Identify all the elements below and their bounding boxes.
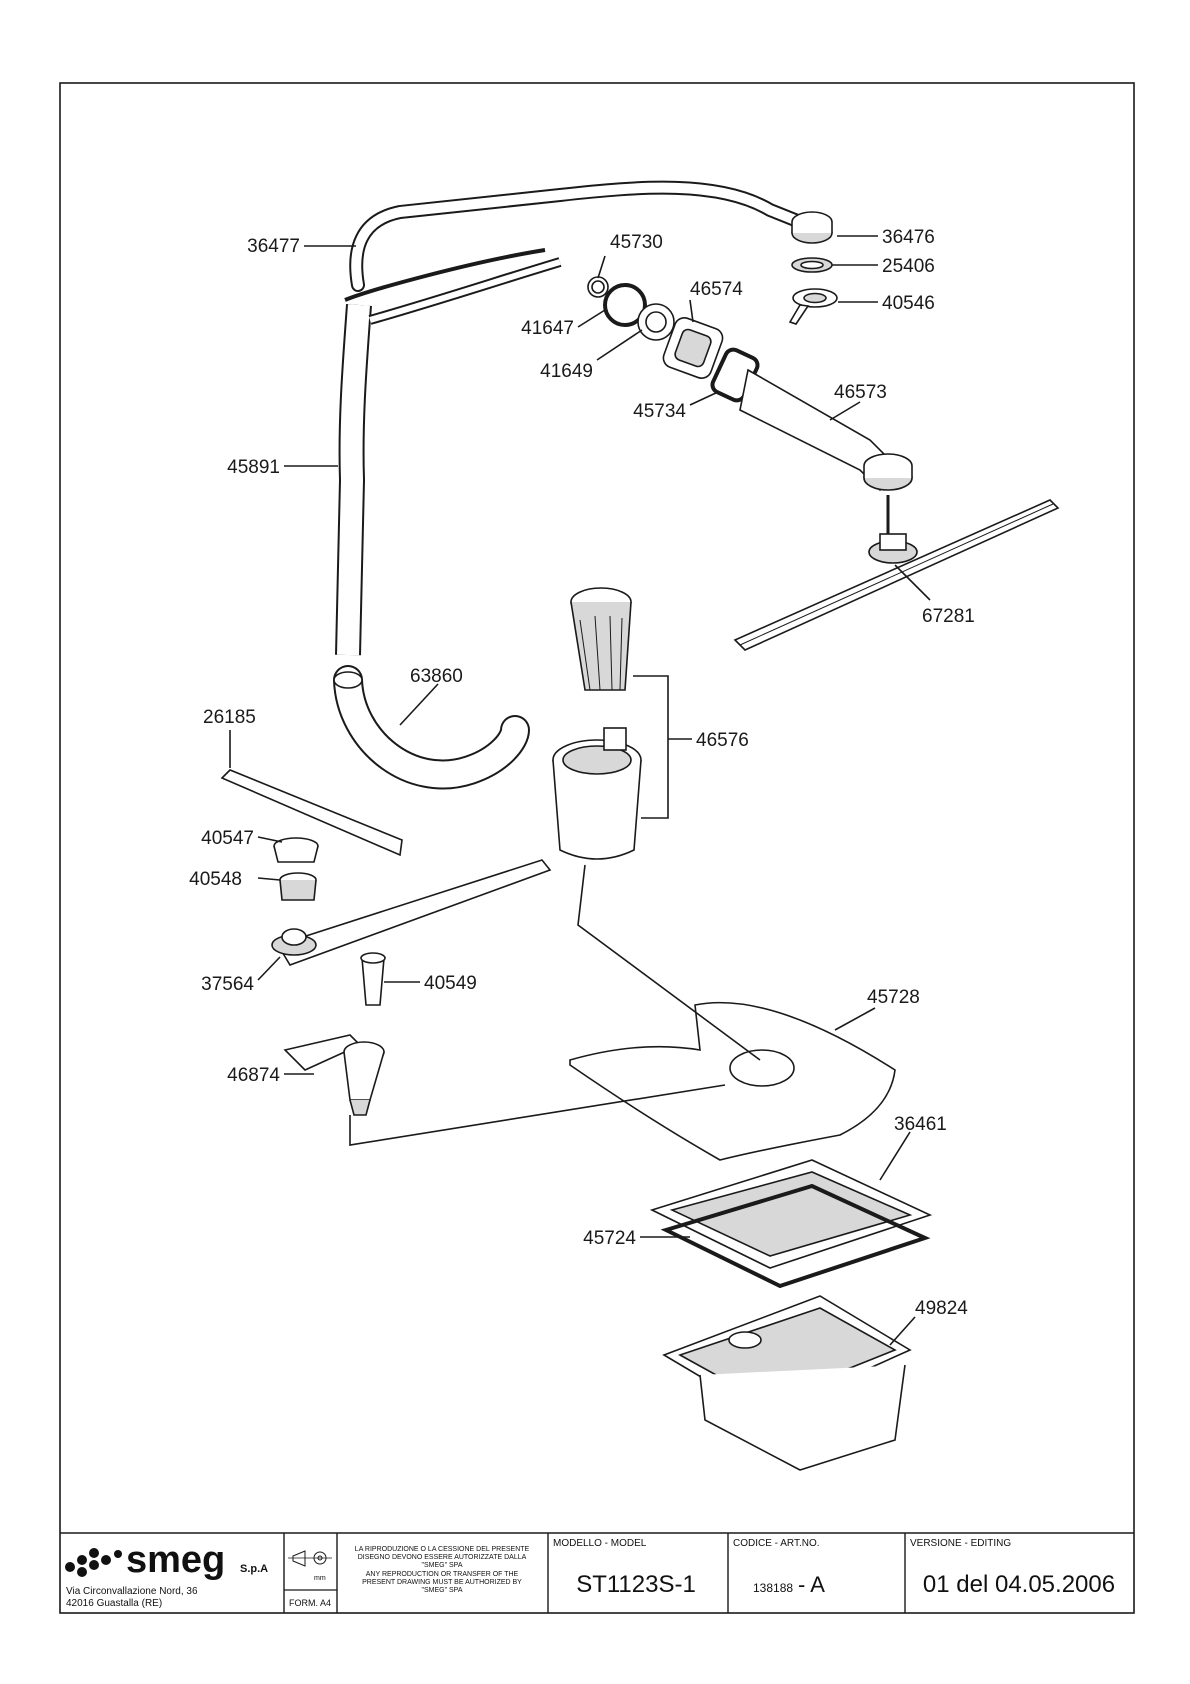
code-label: CODICE - ART.NO. — [733, 1538, 820, 1549]
part-46573-feed-arm — [739, 368, 913, 492]
assembly-line-filter-plate — [577, 864, 761, 1061]
part-45891-pipe — [335, 248, 562, 656]
label-36476: 36476 — [882, 227, 935, 248]
label-36477: 36477 — [247, 236, 300, 257]
label-45724: 45724 — [583, 1228, 636, 1249]
part-49824-sump — [662, 1295, 912, 1471]
part-40547-nut — [273, 837, 319, 863]
part-41647-ring — [603, 283, 647, 327]
part-63860-hose — [333, 665, 530, 790]
label-40548: 40548 — [189, 869, 242, 890]
address-line-1: Via Circonvallazione Nord, 36 — [66, 1586, 198, 1597]
label-45891: 45891 — [227, 457, 280, 478]
version-label: VERSIONE - EDITING — [910, 1538, 1011, 1549]
label-41647: 41647 — [521, 318, 574, 339]
address-line-2: 42016 Guastalla (RE) — [66, 1598, 162, 1609]
label-41649: 41649 — [540, 361, 593, 382]
smeg-logo: smeg S.p.A — [65, 1539, 268, 1581]
svg-text:"SMEG" SPA: "SMEG" SPA — [421, 1562, 462, 1569]
part-45730-oring — [587, 276, 609, 298]
reproduction-notice: LA RIPRODUZIONE O LA CESSIONE DEL PRESEN… — [355, 1546, 530, 1594]
part-36477-hose — [349, 180, 807, 292]
unit-label: mm — [314, 1575, 326, 1582]
part-40546-clip — [788, 288, 838, 325]
part-46576-filter — [552, 587, 669, 860]
label-46576: 46576 — [696, 730, 749, 751]
form-label: FORM. A4 — [289, 1598, 331, 1608]
label-45728: 45728 — [867, 987, 920, 1008]
part-45728-plate — [569, 1001, 896, 1161]
label-37564: 37564 — [201, 974, 254, 995]
part-36461-frame — [649, 1159, 933, 1269]
version-value: 01 del 04.05.2006 — [923, 1571, 1115, 1598]
projection-symbol-icon — [288, 1550, 332, 1567]
part-25406-ring — [791, 257, 833, 273]
model-value: ST1123S-1 — [576, 1571, 696, 1598]
brand-wordmark: smeg — [126, 1539, 225, 1581]
assembly-line-support-plate — [349, 1084, 726, 1146]
label-46574: 46574 — [690, 279, 743, 300]
part-40548-bearing — [279, 872, 317, 901]
part-36476-cap — [791, 211, 833, 244]
part-67281-spray-arm — [733, 495, 1060, 651]
label-40549: 40549 — [424, 973, 477, 994]
label-26185: 26185 — [203, 707, 256, 728]
part-number-labels: 36477 45730 36476 25406 46574 40546 4164… — [189, 227, 975, 1319]
label-25406: 25406 — [882, 256, 935, 277]
svg-text:PRESENT DRAWING MUST BE AUTHOR: PRESENT DRAWING MUST BE AUTHORIZED BY — [362, 1579, 522, 1586]
drawing-frame — [59, 82, 1135, 1614]
part-46574-block — [662, 317, 724, 379]
label-45730: 45730 — [610, 232, 663, 253]
part-40549-pin — [360, 952, 386, 1006]
code-suffix: - A — [798, 1572, 825, 1597]
label-40547: 40547 — [201, 828, 254, 849]
svg-text:"SMEG" SPA: "SMEG" SPA — [421, 1587, 462, 1594]
label-46874: 46874 — [227, 1065, 280, 1086]
code-number: 138188 — [753, 1581, 793, 1595]
svg-text:DISEGNO DEVONO ESSERE AUTORIZZ: DISEGNO DEVONO ESSERE AUTORIZZATE DALLA — [358, 1554, 527, 1561]
label-49824: 49824 — [915, 1298, 968, 1319]
part-41649-nut — [637, 303, 675, 341]
model-label: MODELLO - MODEL — [553, 1538, 647, 1549]
label-46573: 46573 — [834, 382, 887, 403]
svg-text:ANY REPRODUCTION OR TRANSFER O: ANY REPRODUCTION OR TRANSFER OF THE — [366, 1571, 519, 1578]
part-45724-seal — [660, 1183, 931, 1289]
title-block: smeg S.p.A Via Circonvallazione Nord, 36… — [60, 1532, 1134, 1613]
leader-lines — [229, 235, 931, 1346]
part-46874-support — [283, 1034, 385, 1116]
label-63860: 63860 — [410, 666, 463, 687]
label-45734: 45734 — [633, 401, 686, 422]
label-67281: 67281 — [922, 606, 975, 627]
brand-suffix: S.p.A — [240, 1563, 268, 1575]
svg-text:LA RIPRODUZIONE O LA CESSIONE: LA RIPRODUZIONE O LA CESSIONE DEL PRESEN… — [355, 1546, 530, 1553]
label-36461: 36461 — [894, 1114, 947, 1135]
label-40546: 40546 — [882, 293, 935, 314]
part-37564-wash-arm — [271, 859, 552, 966]
part-26185-bar — [220, 769, 403, 857]
